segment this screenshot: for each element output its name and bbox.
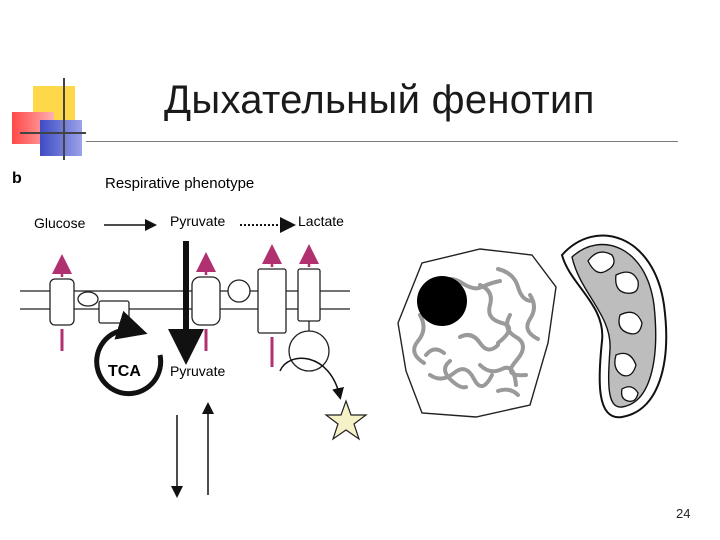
tca-cycle-arrow bbox=[94, 310, 164, 397]
deco-vertical-line bbox=[63, 78, 65, 160]
figure-heading: Respirative phenotype bbox=[105, 175, 254, 192]
panel-letter: b bbox=[12, 170, 22, 187]
deco-blue-block bbox=[40, 120, 82, 156]
star-icon bbox=[324, 399, 368, 441]
nucleus bbox=[417, 276, 467, 326]
tca-label: TCA bbox=[108, 363, 141, 380]
glucose-label: Glucose bbox=[34, 215, 86, 231]
page-number: 24 bbox=[676, 506, 691, 521]
mito-pyruvate-label: Pyruvate bbox=[170, 363, 225, 379]
glucose-transporter bbox=[49, 278, 75, 326]
membrane-complex-box bbox=[98, 300, 130, 324]
atp-synthase-flux-arrow bbox=[279, 357, 344, 400]
pyruvate-transporter bbox=[191, 276, 221, 326]
mitochondrion-cristae bbox=[587, 251, 643, 402]
lactate-transporter bbox=[257, 268, 287, 334]
atp-synthase-head bbox=[288, 330, 330, 372]
pyruvate-label: Pyruvate bbox=[170, 213, 225, 229]
atp-synthase-stalk bbox=[297, 268, 321, 322]
title-underline bbox=[86, 141, 678, 142]
membrane-oval bbox=[77, 291, 99, 307]
membrane-circle bbox=[227, 279, 251, 303]
deco-horizontal-line bbox=[20, 132, 86, 134]
respirative-phenotype-diagram: b Respirative phenotype Glucose Pyruvate… bbox=[12, 170, 668, 498]
lactate-label: Lactate bbox=[298, 213, 344, 229]
slide-title: Дыхательный фенотип bbox=[164, 78, 595, 122]
